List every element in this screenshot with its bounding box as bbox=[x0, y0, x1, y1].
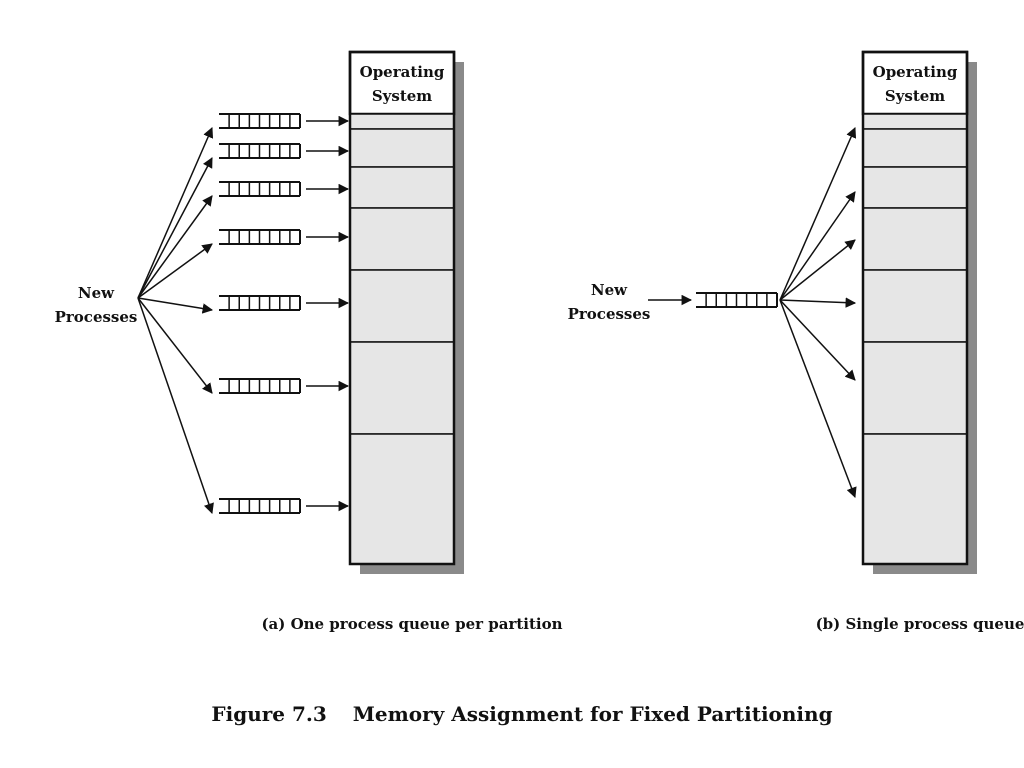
arrow-to-queue bbox=[137, 195, 213, 299]
figure-number: Figure 7.3 bbox=[211, 702, 326, 726]
queues-a bbox=[137, 113, 350, 514]
os-label-b-line2: System bbox=[885, 87, 945, 105]
process-queue bbox=[219, 181, 301, 197]
arrow-to-queue bbox=[137, 297, 214, 314]
memory-partition bbox=[349, 128, 455, 168]
memory-partition bbox=[349, 269, 455, 343]
new-processes-label-a-line2: Processes bbox=[55, 308, 138, 326]
figure-caption: Figure 7.3 Memory Assignment for Fixed Pa… bbox=[211, 702, 832, 726]
arrow-to-queue bbox=[137, 157, 213, 299]
memory-partition bbox=[349, 207, 455, 271]
memory-partition bbox=[349, 166, 455, 209]
caption-a: (a) One process queue per partition bbox=[261, 615, 562, 633]
memory-partition bbox=[862, 207, 968, 271]
process-queue bbox=[219, 295, 301, 311]
process-queue bbox=[219, 498, 301, 514]
caption-b: (b) Single process queue bbox=[816, 615, 1024, 633]
memory-outline-a bbox=[348, 50, 456, 566]
memory-partition bbox=[862, 166, 968, 209]
arrow-to-partition bbox=[779, 191, 856, 301]
os-label-a-line2: System bbox=[372, 87, 432, 105]
os-region-b bbox=[861, 50, 969, 116]
dispatch-arrows-b bbox=[779, 127, 857, 498]
memory-partition bbox=[349, 113, 455, 130]
memory-partition bbox=[349, 341, 455, 435]
single-queue bbox=[696, 292, 778, 308]
arrow-to-partition bbox=[779, 299, 857, 498]
memory-outline-b bbox=[861, 50, 969, 566]
memory-partition bbox=[862, 113, 968, 130]
diagram-b: Operating System New Processes (b) Singl… bbox=[568, 50, 1024, 633]
arrow-to-partition bbox=[779, 239, 856, 301]
partitions-a bbox=[349, 113, 455, 565]
arrow-to-partition bbox=[779, 297, 857, 308]
memory-partition bbox=[862, 128, 968, 168]
arrow-to-partition bbox=[779, 299, 856, 381]
memory-partition bbox=[862, 269, 968, 343]
memory-partition bbox=[349, 433, 455, 565]
diagram-a: Operating System New Processes (a) One p… bbox=[55, 50, 563, 633]
partitions-b bbox=[862, 113, 968, 565]
new-processes-label-b-line2: Processes bbox=[568, 305, 651, 323]
process-queue bbox=[696, 292, 778, 308]
arrow-to-queue bbox=[137, 297, 213, 394]
memory-partition bbox=[862, 341, 968, 435]
arrow-to-queue bbox=[137, 243, 213, 299]
figure-title: Memory Assignment for Fixed Partitioning bbox=[353, 702, 833, 726]
new-processes-label-a-line1: New bbox=[78, 284, 115, 302]
arrow-to-queue bbox=[137, 127, 214, 299]
process-queue bbox=[219, 378, 301, 394]
os-region-a bbox=[348, 50, 456, 116]
process-queue bbox=[219, 113, 301, 129]
os-label-a-line1: Operating bbox=[360, 63, 445, 81]
arrow-to-queue bbox=[137, 297, 214, 514]
process-queue bbox=[219, 229, 301, 245]
new-processes-label-b-line1: New bbox=[591, 281, 628, 299]
os-label-b-line1: Operating bbox=[873, 63, 958, 81]
arrow-to-partition bbox=[779, 127, 857, 301]
memory-partition bbox=[862, 433, 968, 565]
process-queue bbox=[219, 143, 301, 159]
